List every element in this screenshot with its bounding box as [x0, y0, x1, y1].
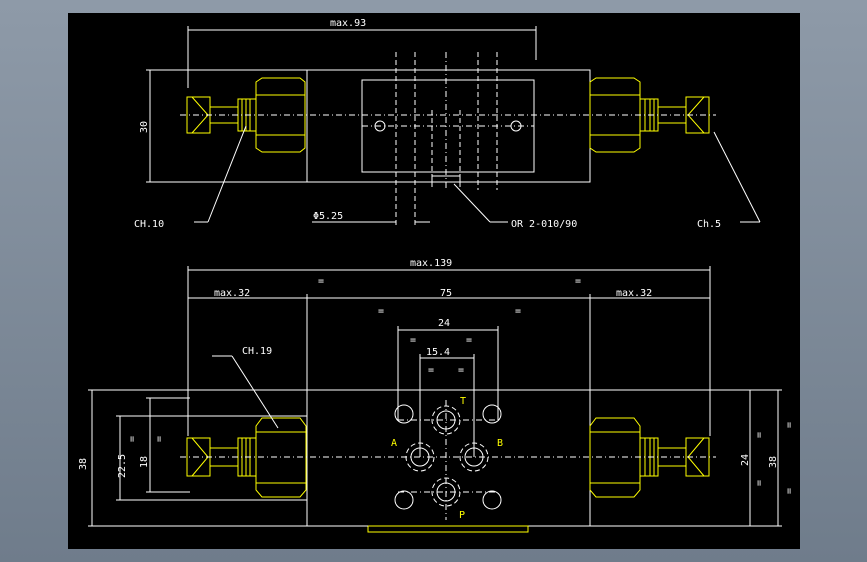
top-view: max.93 30 Φ5.25 OR 2-010/90 CH.10 Ch.5: [134, 18, 761, 230]
eq-mark: =: [410, 335, 416, 346]
mount-hole: [482, 404, 502, 424]
left-hex-label: CH.10: [134, 219, 164, 230]
mount-hole: [394, 490, 414, 510]
port-pattern: A B T P: [391, 396, 503, 521]
base-plate: [367, 525, 529, 533]
dim-max93: max.93: [330, 18, 366, 29]
dim-max139: max.139: [410, 258, 452, 269]
eq-mark: =: [754, 480, 765, 486]
mount-hole: [482, 490, 502, 510]
eq-mark: =: [575, 276, 581, 287]
port-B-label: B: [497, 438, 503, 449]
port-A-label: A: [391, 438, 397, 449]
dim-left-38: 38: [78, 458, 89, 470]
dim-75: 75: [440, 288, 452, 299]
dim-hole-dia: Φ5.25: [313, 211, 343, 222]
eq-mark: =: [127, 436, 138, 442]
dim-right-max32: max.32: [616, 288, 652, 299]
dim-right-38: 38: [768, 456, 779, 468]
dim-left-max32: max.32: [214, 288, 250, 299]
eq-mark: =: [154, 436, 165, 442]
eq-mark: =: [318, 276, 324, 287]
dim-15-4: 15.4: [426, 347, 450, 358]
eq-mark: =: [784, 422, 795, 428]
port-P-label: P: [459, 510, 465, 521]
dim-22-5: 22.5: [117, 454, 128, 478]
eq-mark: =: [754, 432, 765, 438]
eq-mark: =: [458, 365, 464, 376]
mount-hole: [394, 404, 414, 424]
right-hex-label: Ch.5: [697, 219, 721, 230]
eq-mark: =: [428, 365, 434, 376]
eq-mark: =: [378, 306, 384, 317]
dim-24: 24: [438, 318, 450, 329]
eq-mark: =: [466, 335, 472, 346]
port-T-label: T: [460, 396, 466, 407]
dim-18: 18: [139, 456, 150, 468]
dim-right-24: 24: [740, 454, 751, 466]
bottom-view: A B T P max.139 = = max.32 max.32 75 = =…: [78, 258, 795, 533]
top-valve-body: [306, 69, 591, 183]
eq-mark: =: [784, 488, 795, 494]
eq-mark: =: [515, 306, 521, 317]
hex-ch19-label: CH.19: [242, 346, 272, 357]
oring-label: OR 2-010/90: [511, 219, 577, 230]
dim-30: 30: [139, 121, 150, 133]
